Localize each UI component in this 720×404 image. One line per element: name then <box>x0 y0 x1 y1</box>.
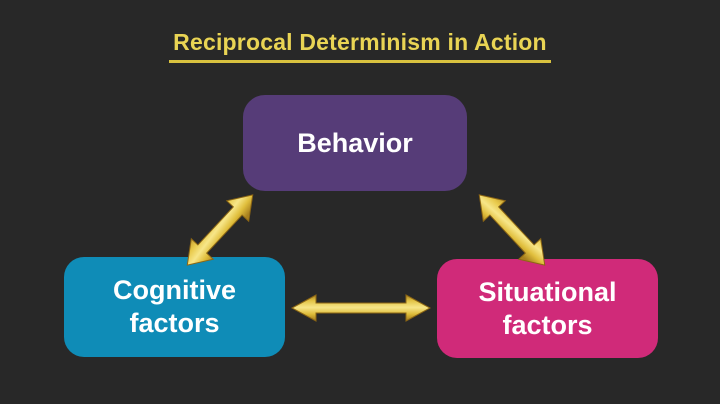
cognitive-behavior-arrow-shape <box>186 194 254 266</box>
page-title-text: Reciprocal Determinism in Action <box>169 28 551 63</box>
node-cognitive-factors-label: Cognitive factors <box>113 274 236 340</box>
behavior-situational-arrow <box>478 194 546 266</box>
page-title: Reciprocal Determinism in Action <box>0 28 720 63</box>
node-situational-factors[interactable]: Situational factors <box>437 259 658 358</box>
cognitive-behavior-arrow <box>186 194 254 266</box>
node-behavior-label: Behavior <box>297 127 413 158</box>
node-cognitive-factors[interactable]: Cognitive factors <box>64 257 285 357</box>
node-behavior[interactable]: Behavior <box>243 95 467 191</box>
cognitive-situational-arrow-shape <box>290 294 432 322</box>
cognitive-situational-arrow <box>290 294 432 322</box>
behavior-situational-arrow-shape <box>478 194 546 266</box>
node-situational-factors-line2: factors <box>502 309 593 340</box>
node-cognitive-factors-line1: Cognitive <box>112 275 236 305</box>
node-situational-factors-label: Situational factors <box>478 276 616 342</box>
node-cognitive-factors-line2: factors <box>129 308 220 338</box>
node-situational-factors-line1: Situational <box>478 276 617 307</box>
